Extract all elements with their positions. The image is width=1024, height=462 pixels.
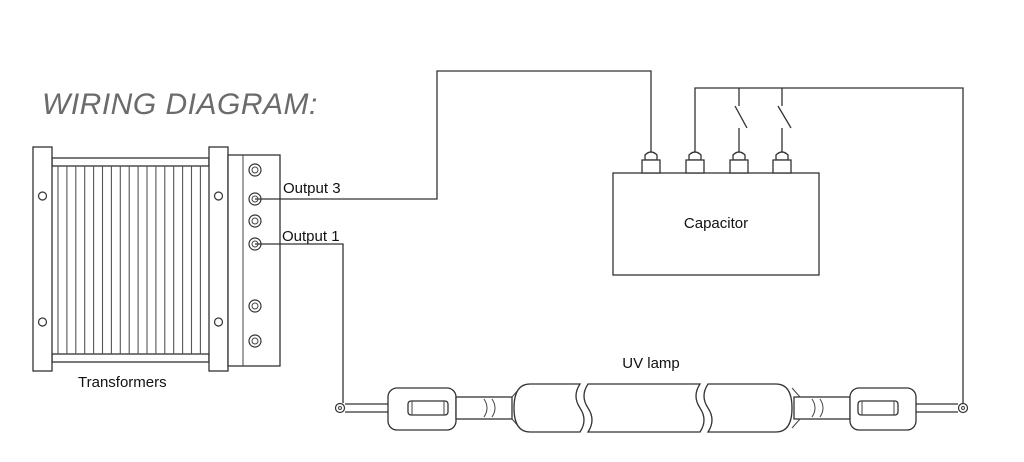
transformer [32,146,281,372]
screw-terminal [248,299,262,313]
lamp-terminal-right [957,402,969,414]
lamp-terminal-left [334,402,346,414]
neck-taper [791,387,801,429]
uv-lamp [334,383,969,433]
neck-coil [811,398,824,418]
capacitor-terminal-cap [644,151,658,161]
transformer-right-plate [208,146,229,372]
wire-capacitor-to-lamp [694,87,964,403]
lamp-neck-right [793,396,851,420]
capacitor-terminal-base [772,159,792,174]
screw-terminal-inner [251,166,259,174]
output-3-label: Output 3 [283,180,341,197]
uv-lamp-label: UV lamp [622,355,680,372]
wire-output-3 [255,70,652,200]
screw-terminal-inner [251,337,259,345]
screw-terminal-inner [251,217,259,225]
lamp-tube-segment [513,383,585,433]
screw-terminal [248,334,262,348]
output-1-label: Output 1 [282,228,340,245]
lamp-terminal-left-inner [338,406,342,410]
capacitor-terminal-cap [732,151,746,161]
screw-terminal-inner [251,302,259,310]
capacitor [612,151,820,276]
switch-1 [734,105,748,129]
capacitor-body [612,172,820,276]
neck-coil [483,398,496,418]
lamp-terminal-right-inner [961,406,965,410]
mount-hole [37,317,48,327]
transformer-bottom-rail [51,353,210,363]
capacitor-terminal-base [685,159,705,174]
screw-terminal [248,214,262,228]
wires [255,70,964,403]
capacitor-label: Capacitor [684,215,748,232]
transformer-left-plate [32,146,53,372]
lamp-tube-segment [583,383,705,433]
terminal-block [227,154,281,367]
switch-2 [777,105,792,129]
diagram-title: WIRING DIAGRAM: [42,88,318,121]
capacitor-terminals [641,151,792,174]
mount-hole [213,191,224,201]
capacitor-terminal-cap [775,151,789,161]
mount-hole [37,191,48,201]
wire-output-1 [255,243,344,403]
lamp-electrode-right [857,400,899,416]
mount-hole [213,317,224,327]
capacitor-terminal-base [641,159,661,174]
screw-terminal [248,163,262,177]
capacitor-terminal-cap [688,151,702,161]
transformer-fins [57,166,201,354]
lamp-electrode-left [407,400,449,416]
capacitor-terminal-base [729,159,749,174]
lamp-neck-left [455,396,513,420]
transformers-label: Transformers [78,374,167,391]
lamp-tube-segment [703,383,793,433]
transformer-top-rail [51,157,210,167]
